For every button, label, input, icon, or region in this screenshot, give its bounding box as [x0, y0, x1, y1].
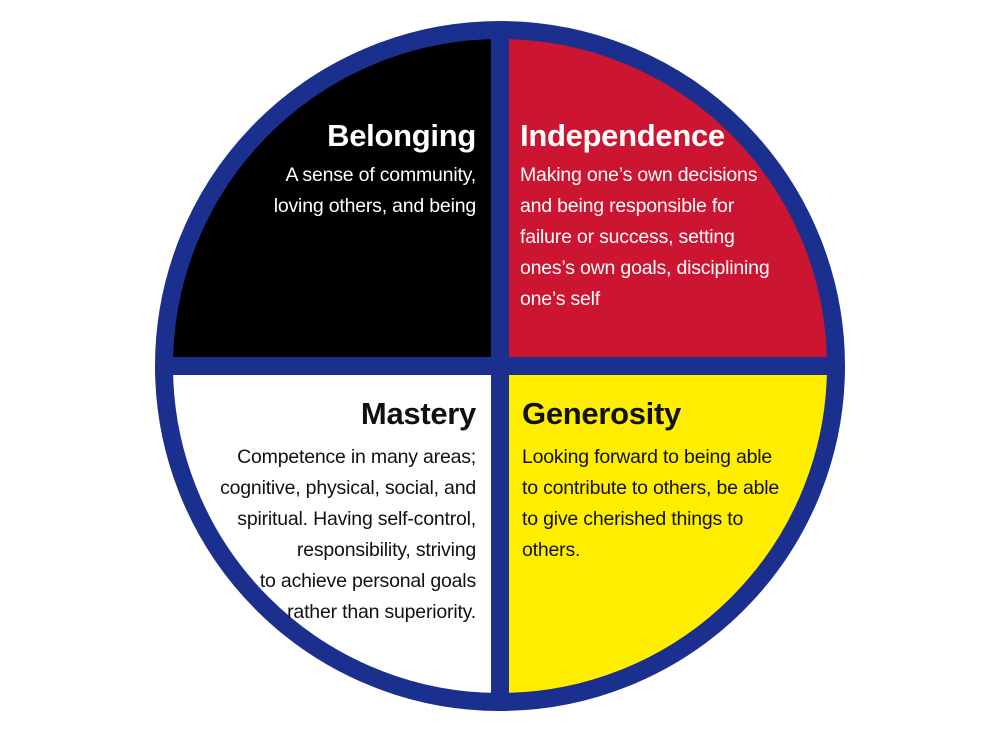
- mastery-line: to achieve personal goals: [259, 570, 476, 592]
- independence-line: Making one’s own decisions: [520, 164, 758, 186]
- independence-line: ones’s own goals, disciplining: [520, 257, 770, 279]
- generosity-text-block: Generosity Looking forward to being able…: [522, 396, 812, 566]
- mastery-title: Mastery: [360, 396, 476, 431]
- mastery-line: responsibility, striving: [296, 539, 476, 561]
- mastery-description: Competence in many areas; cognitive, phy…: [190, 442, 476, 628]
- generosity-title: Generosity: [522, 396, 681, 431]
- generosity-line: to contribute to others, be able: [522, 477, 780, 499]
- generosity-description: Looking forward to being able to contrib…: [522, 442, 812, 566]
- belonging-text-block: Belonging A sense of community, loving o…: [240, 118, 477, 222]
- mastery-text-block: Mastery Competence in many areas; cognit…: [190, 396, 476, 628]
- independence-text-block: Independence Making one’s own decisions …: [520, 118, 810, 315]
- independence-title: Independence: [520, 118, 725, 153]
- independence-line: and being responsible for: [520, 195, 734, 217]
- generosity-line: others.: [522, 539, 581, 561]
- independence-line: failure or success, setting: [520, 226, 735, 248]
- mastery-line: Competence in many areas;: [237, 446, 476, 468]
- independence-description: Making one’s own decisions and being res…: [520, 160, 810, 315]
- horizontal-divider: [164, 357, 836, 375]
- mastery-line: spiritual. Having self-control,: [237, 508, 476, 530]
- mastery-line: cognitive, physical, social, and: [220, 477, 476, 499]
- generosity-line: Looking forward to being able: [522, 446, 773, 468]
- independence-line: one’s self: [520, 288, 601, 310]
- generosity-line: to give cherished things to: [522, 508, 744, 530]
- belonging-description: A sense of community, loving others, and…: [240, 160, 476, 222]
- outer-ring: [155, 21, 845, 711]
- belonging-line: loving others, and being: [273, 195, 476, 217]
- belonging-line: A sense of community,: [285, 164, 476, 186]
- mastery-line: rather than superiority.: [287, 601, 476, 623]
- belonging-title: Belonging: [327, 118, 476, 153]
